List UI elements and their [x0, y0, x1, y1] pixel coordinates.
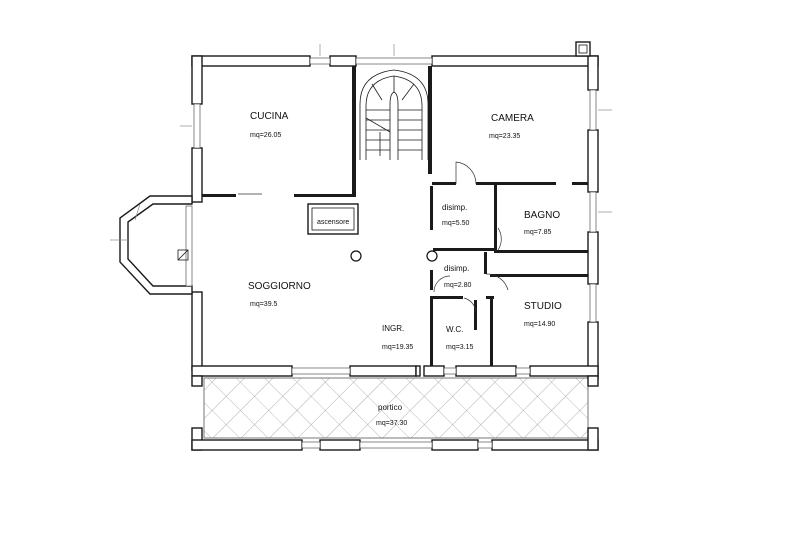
ingr-area: mq=19.35 — [382, 344, 413, 351]
camera-area: mq=23.35 — [489, 133, 520, 140]
windows — [180, 44, 612, 449]
portico-area: mq=37.30 — [376, 420, 407, 427]
studio-label: STUDIO — [524, 301, 562, 312]
disimp1-label: disimp. — [442, 203, 467, 212]
cucina-area: mq=26.05 — [250, 132, 281, 139]
portico-floor — [203, 377, 589, 439]
bay-window — [110, 195, 193, 295]
wc-area: mq=3.15 — [446, 344, 474, 351]
wc-label: W.C. — [446, 325, 463, 334]
cucina-label: CUCINA — [250, 111, 289, 122]
ascensore-label: ascensore — [317, 219, 349, 226]
disimp1-area: mq=5.50 — [442, 220, 470, 227]
doors — [238, 161, 509, 313]
ingr-label: INGR. — [382, 324, 404, 333]
interior-walls — [177, 66, 588, 366]
disimp2-area: mq=2.80 — [444, 282, 472, 289]
bagno-label: BAGNO — [524, 210, 560, 221]
soggiorno-label: SOGGIORNO — [248, 281, 311, 292]
soggiorno-area: mq=39.5 — [250, 301, 278, 308]
studio-area: mq=14.90 — [524, 321, 555, 328]
bagno-area: mq=7.85 — [524, 229, 552, 236]
camera-label: CAMERA — [491, 113, 534, 124]
portico-label: portico — [378, 403, 403, 412]
disimp2-label: disimp. — [444, 264, 469, 273]
staircase — [359, 69, 429, 160]
